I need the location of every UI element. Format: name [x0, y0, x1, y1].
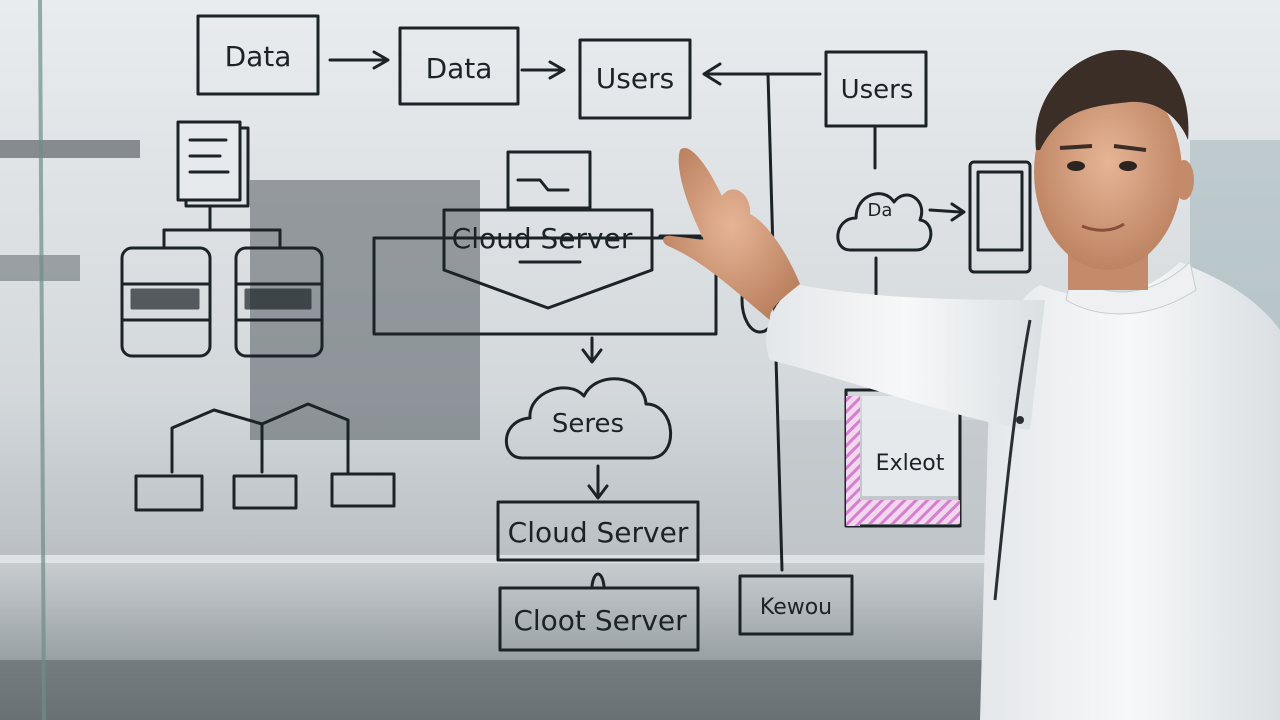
users-box-center — [578, 38, 692, 120]
network-node-2 — [232, 474, 298, 510]
mouth — [1081, 222, 1125, 232]
hair — [1035, 50, 1189, 150]
striped-panel-bottom — [846, 500, 960, 524]
network-node-3 — [330, 472, 396, 508]
background-shelf — [0, 140, 140, 158]
ear — [1174, 160, 1194, 200]
left-eye — [1067, 161, 1085, 171]
cloud-server-mid-box — [496, 500, 700, 562]
background-window — [250, 180, 480, 440]
head — [1034, 74, 1182, 270]
network-tree — [170, 402, 350, 474]
data-box-b — [398, 26, 520, 106]
keyboard-box-label: Kewou — [760, 595, 832, 620]
coat-fold — [993, 319, 1032, 601]
person — [663, 50, 1280, 720]
data-label-b: Data — [426, 52, 493, 85]
brow — [1059, 144, 1147, 152]
cloud-server-shield — [442, 208, 654, 310]
connector-small — [590, 572, 606, 588]
phone-device — [968, 160, 1032, 274]
users-label-right: Users — [841, 75, 914, 105]
phone-screen — [976, 170, 1024, 252]
striped-panel — [846, 396, 860, 526]
small-cloud-label: Da — [868, 200, 893, 221]
arrow-head-2 — [548, 60, 566, 80]
glass-frame-edge — [38, 0, 46, 720]
arrow-down-head-2 — [587, 484, 609, 500]
chef-coat — [980, 262, 1280, 720]
arrow-cloud-to-phone — [928, 208, 962, 214]
raised-arm-sleeve — [766, 285, 1045, 430]
servers-cloud — [505, 377, 673, 460]
servers-cloud-label: Seres — [552, 409, 624, 439]
cloud-server-frame — [372, 236, 718, 336]
database-icon-right — [234, 246, 324, 358]
diagram-labels: Data Data Users Users Cloud Server Da Se… — [225, 40, 945, 637]
arrow-head-1 — [372, 50, 390, 70]
network-node-1 — [134, 474, 204, 512]
arrow-head-phone — [950, 202, 966, 222]
database-icon-left — [120, 246, 212, 358]
cloud-server-bottom-box — [498, 586, 700, 652]
document-icon — [176, 120, 242, 202]
arrow-down-head-1 — [581, 348, 603, 364]
raised-hand — [663, 148, 800, 320]
server-top-box — [506, 150, 592, 210]
server-top-signal — [516, 178, 570, 192]
data-label-a: Data — [225, 40, 292, 73]
keyboard-box — [738, 574, 854, 636]
arrow-head-3 — [702, 62, 722, 86]
exceot-box-label: Exleot — [876, 451, 945, 476]
striped-panel-inner — [862, 396, 958, 496]
whiteboard-diagram — [120, 14, 1032, 652]
cloud-server-mid-label: Cloud Server — [508, 516, 689, 549]
data-box-a — [196, 14, 320, 96]
users-label-center: Users — [596, 62, 674, 95]
cloud-server-bottom-label: Cloot Server — [513, 604, 687, 637]
coat-button — [1016, 416, 1024, 424]
coat-collar — [1065, 261, 1197, 315]
right-eye — [1119, 161, 1137, 171]
small-cloud — [836, 192, 933, 252]
cloud-server-top-label: Cloud Server — [452, 222, 633, 255]
